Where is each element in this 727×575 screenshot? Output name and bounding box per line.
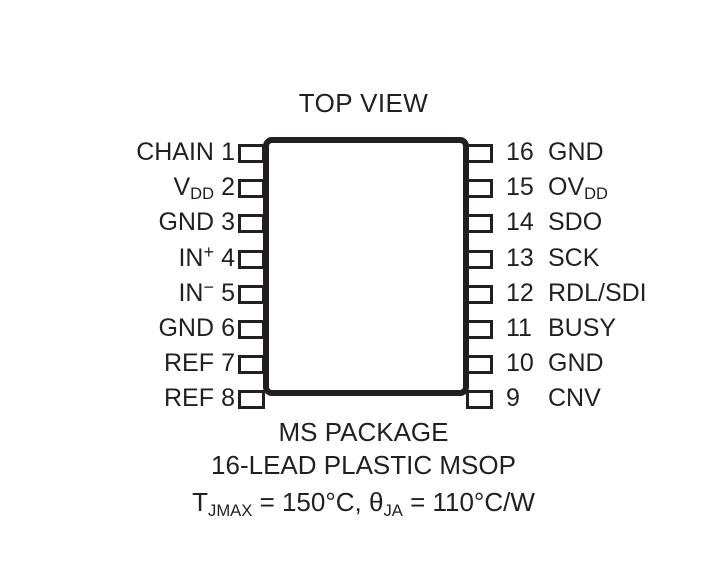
pin-label-7: REF	[164, 349, 214, 378]
pin-label-2: VDD	[173, 173, 214, 204]
pin-label-4: IN+	[178, 242, 214, 272]
package-body-outline	[263, 137, 469, 396]
pin-label-13: SCK	[548, 243, 600, 272]
pin-number-1: 1	[221, 138, 235, 166]
pin-number-8: 8	[221, 384, 235, 413]
pin-label-8: REF	[164, 384, 214, 413]
pin-lead-5	[238, 284, 265, 304]
caption-lead-count: 16-LEAD PLASTIC MSOP	[211, 450, 516, 480]
pin-lead-15	[466, 179, 493, 199]
pin-number-11: 11	[506, 314, 532, 342]
pin-label-15: OVDD	[548, 173, 608, 204]
pin-lead-3	[238, 214, 265, 234]
pin-lead-4	[238, 249, 265, 269]
pin-number-2: 2	[221, 173, 235, 202]
pin-lead-10	[466, 355, 493, 375]
pin-number-5: 5	[221, 278, 235, 307]
pin-label-14: SDO	[548, 208, 603, 237]
pin-number-7: 7	[221, 349, 235, 378]
pin-number-6: 6	[221, 314, 235, 342]
pin-label-10: GND	[548, 349, 604, 378]
pin-number-4: 4	[221, 243, 235, 272]
pin-number-16: 16	[506, 138, 534, 166]
pin-label-6: GND	[158, 314, 214, 342]
pin-lead-14	[466, 214, 493, 234]
pin-number-13: 13	[506, 243, 534, 272]
caption-thermal-data: TJMAX = 150°C, θJA = 110°C/W	[192, 487, 535, 520]
caption-package-name: MS PACKAGE	[278, 417, 449, 447]
pin-lead-13	[466, 249, 493, 269]
pin-number-10: 10	[506, 349, 534, 378]
top-view-label: TOP VIEW	[298, 88, 429, 118]
pin-label-16: GND	[548, 138, 604, 166]
pin-number-15: 15	[506, 173, 534, 202]
pin-number-12: 12	[506, 278, 534, 307]
pin-label-12: RDL/SDI	[548, 278, 647, 307]
pin-lead-8	[238, 390, 265, 410]
pin-lead-12	[466, 284, 493, 304]
pin-label-3: GND	[158, 208, 214, 237]
pin-lead-11	[466, 320, 493, 339]
pin-label-11: BUSY	[548, 314, 617, 342]
pin-lead-16	[466, 144, 493, 163]
pin-label-9: CNV	[548, 384, 601, 413]
pin-label-1: CHAIN	[136, 138, 214, 166]
pin-number-14: 14	[506, 208, 534, 237]
pin-lead-9	[466, 390, 493, 410]
pin-number-9: 9	[506, 384, 520, 413]
pin-number-3: 3	[221, 208, 235, 237]
pin-lead-2	[238, 179, 265, 199]
pin-lead-7	[238, 355, 265, 375]
pin-lead-6	[238, 320, 265, 339]
pin-lead-1	[238, 144, 265, 163]
pin-label-5: IN−	[178, 277, 214, 307]
